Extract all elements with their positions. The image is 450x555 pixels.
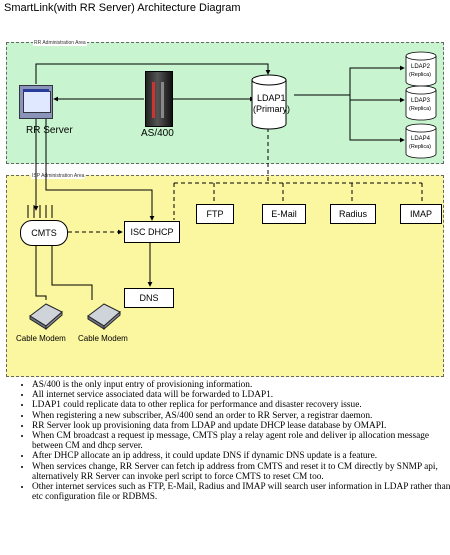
cable-modem-2-label: Cable Modem	[78, 334, 128, 343]
note-item: After DHCP allocate an ip address, it co…	[32, 451, 450, 461]
as400-icon	[145, 71, 173, 127]
email-box: E-Mail	[262, 204, 306, 224]
ldap4-label: LDAP4	[411, 136, 431, 142]
note-item: When registering a new subscriber, AS/40…	[32, 411, 450, 421]
note-item: LDAP1 could replicate data to other repl…	[32, 400, 450, 410]
ldap1-cylinder	[251, 74, 287, 130]
ldap1-to-replicas-arrow	[294, 67, 404, 141]
ldap3-cylinder	[405, 85, 437, 121]
ldap4-cylinder	[405, 123, 437, 159]
note-item: When CM broadcast a request ip message, …	[32, 431, 450, 451]
note-item: RR Server look up provisioning data from…	[32, 421, 450, 431]
rr-server-to-dhcp-arrow	[45, 118, 155, 221]
dns-box: DNS	[124, 288, 174, 308]
note-item: When services change, RR Server can fetc…	[32, 462, 450, 482]
cmts-cable-lines	[27, 205, 53, 218]
rr-server-icon	[19, 85, 53, 119]
rr-server-to-ldap1-arrow	[35, 63, 271, 84]
rr-administration-area: RR Administration Area	[6, 40, 444, 164]
cable-modem-1-label: Cable Modem	[16, 334, 66, 343]
rr-server-label: RR Server	[26, 125, 73, 136]
note-item: All internet service associated data wil…	[32, 390, 450, 400]
page-title: SmartLink(with RR Server) Architecture D…	[4, 2, 241, 14]
as400-label: AS/400	[141, 128, 174, 139]
ldap3-label: LDAP3	[411, 98, 431, 104]
ldap1-label: LDAP1	[257, 93, 286, 103]
radius-box: Radius	[330, 204, 376, 224]
cable-modem-1-icon	[29, 303, 63, 330]
note-item: AS/400 is the only input entry of provis…	[32, 380, 450, 390]
server-screen	[23, 91, 51, 113]
server-titlebar	[23, 89, 49, 92]
ftp-box: FTP	[196, 204, 234, 224]
notes-list: AS/400 is the only input entry of provis…	[22, 380, 450, 502]
cmts-to-modem-1-line	[35, 245, 47, 300]
ldap2-sublabel: (Replica)	[409, 72, 432, 78]
ldap1-sublabel: (Primary)	[253, 104, 290, 114]
note-item: Other internet services such as FTP, E-M…	[32, 482, 450, 502]
ldap1-to-services-bus	[174, 128, 422, 184]
cable-modem-2-icon	[87, 303, 121, 330]
cmts-to-modem-2-line	[51, 245, 93, 300]
imap-box: IMAP	[400, 204, 442, 224]
ldap3-sublabel: (Replica)	[409, 106, 432, 112]
isc-dhcp-box: ISC DHCP	[124, 221, 180, 243]
connector-layer	[27, 51, 437, 300]
ldap2-label: LDAP2	[411, 64, 431, 70]
isp-area-label: ISP Administration Area	[31, 173, 86, 179]
cmts-node: CMTS	[20, 220, 68, 246]
ldap4-sublabel: (Replica)	[409, 144, 432, 150]
rr-area-label: RR Administration Area	[33, 40, 87, 46]
